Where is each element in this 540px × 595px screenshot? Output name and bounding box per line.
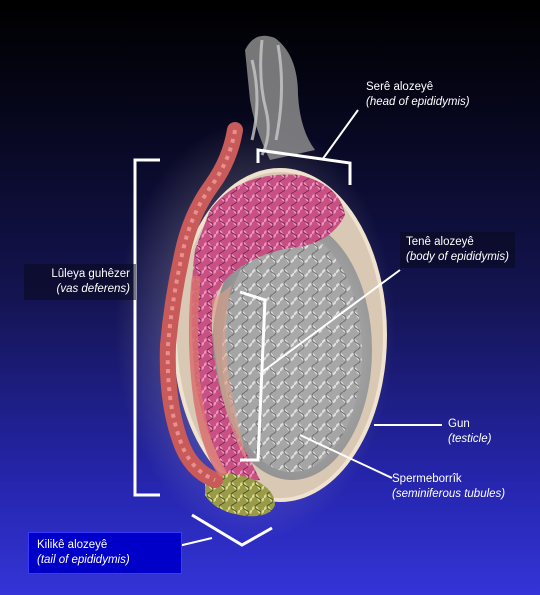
label-tubules-primary: Spermeborrîk: [392, 473, 462, 485]
label-tubules-latin: (seminiferous tubules): [392, 487, 505, 502]
label-vas: Lûleya guhêzer (vas deferens): [24, 264, 136, 300]
label-tubules: Spermeborrîk (seminiferous tubules): [392, 472, 505, 502]
label-tail-primary: Kilikê alozeyê: [37, 539, 107, 551]
label-testicle-primary: Gun: [448, 418, 470, 430]
seminiferous-tubules: [222, 232, 362, 472]
label-testicle: Gun (testicle): [448, 417, 491, 447]
leader-head: [322, 110, 358, 160]
label-tail-latin: (tail of epididymis): [37, 553, 173, 568]
label-testicle-latin: (testicle): [448, 432, 491, 447]
label-head-latin: (head of epididymis): [366, 95, 470, 110]
label-body-primary: Tenê alozeyê: [406, 236, 474, 248]
label-head: Serê alozeyê (head of epididymis): [366, 80, 470, 110]
label-vas-latin: (vas deferens): [30, 282, 130, 297]
label-head-primary: Serê alozeyê: [366, 81, 433, 93]
label-body: Tenê alozeyê (body of epididymis): [400, 232, 515, 268]
label-vas-primary: Lûleya guhêzer: [51, 268, 130, 280]
label-body-latin: (body of epididymis): [406, 250, 509, 265]
label-tail: Kilikê alozeyê (tail of epididymis): [28, 532, 182, 574]
